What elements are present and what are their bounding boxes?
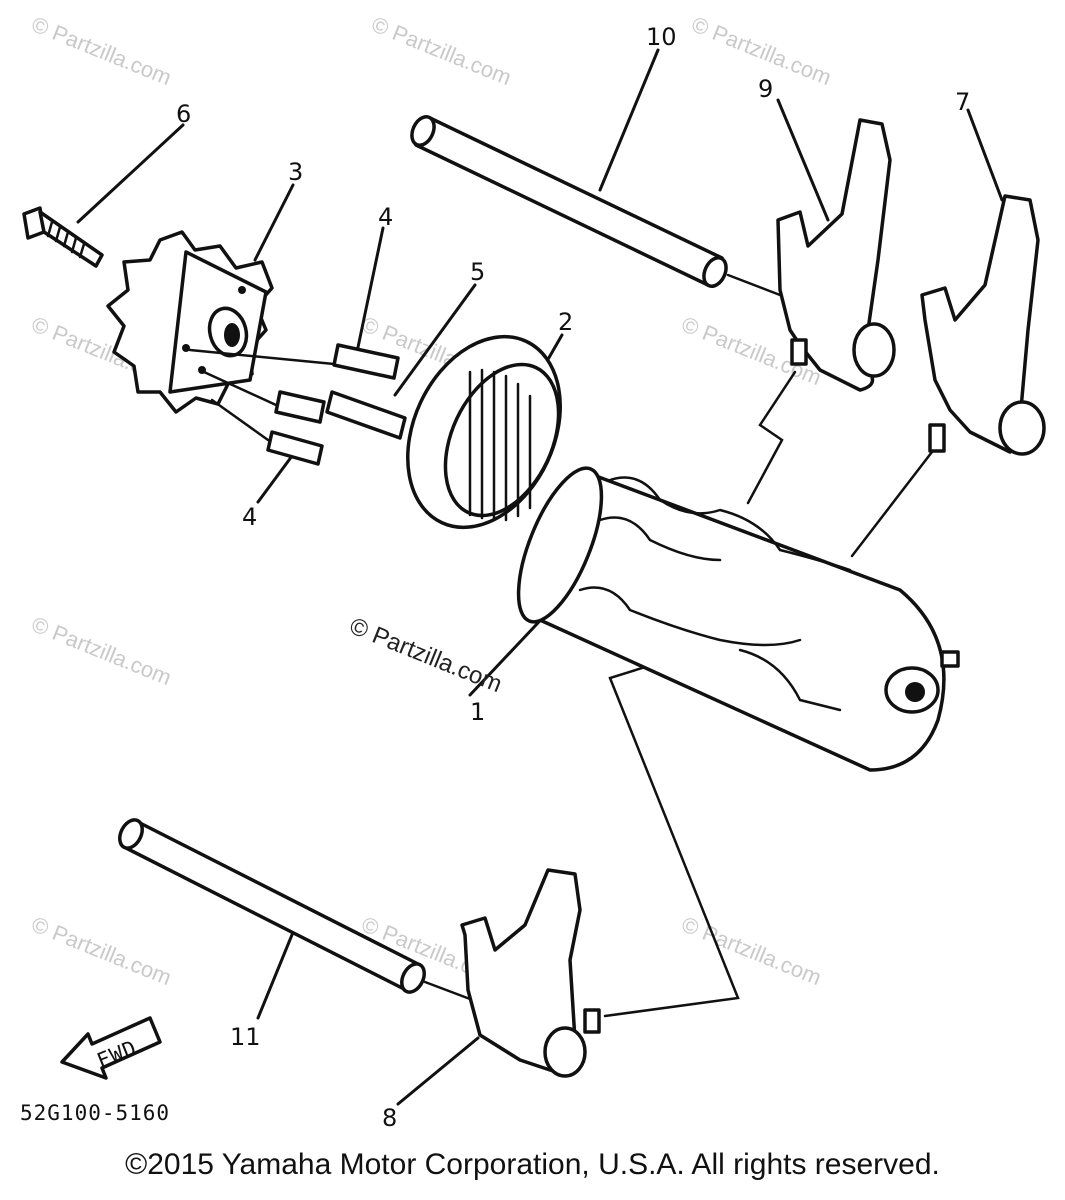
leader-line-3 <box>253 183 295 262</box>
callout-5: 5 <box>470 258 485 286</box>
leader-line-4-top <box>355 226 385 354</box>
leader-line-6 <box>76 123 185 224</box>
callout-6: 6 <box>176 100 191 128</box>
callout-1: 1 <box>470 698 485 726</box>
watermark-text: © Partzilla.com <box>678 911 825 990</box>
part-5-pin <box>325 390 407 440</box>
part-6-bolt <box>22 206 104 268</box>
connector-fork7-drum <box>850 446 937 558</box>
callout-4-top: 4 <box>378 203 393 231</box>
callout-3: 3 <box>288 158 303 186</box>
callout-8: 8 <box>382 1104 397 1132</box>
callout-11: 11 <box>230 1023 261 1051</box>
part-10-shaft <box>410 115 782 297</box>
watermark-text: © Partzilla.com <box>28 11 175 90</box>
watermark-text: © Partzilla.com <box>368 11 515 90</box>
callout-7: 7 <box>955 88 970 116</box>
part-3-segment <box>106 230 274 414</box>
leader-line-11 <box>256 923 298 1020</box>
connector-fork9-drum <box>746 370 797 505</box>
center-watermark: © Partzilla.com <box>346 613 506 699</box>
part-1-drum <box>516 466 960 772</box>
leader-line-4-bottom <box>256 454 294 504</box>
part-9-fork <box>776 118 896 392</box>
watermark-text: © Partzilla.com <box>28 911 175 990</box>
callout-numbers: 1 2 3 4 4 5 6 7 8 9 10 11 <box>176 23 970 1132</box>
leader-line-5 <box>393 283 477 397</box>
part-8-fork <box>460 868 601 1078</box>
leader-line-7 <box>966 108 1004 202</box>
callout-2: 2 <box>558 308 573 336</box>
exploded-parts-diagram: © Partzilla.com © Partzilla.com © Partzi… <box>20 11 1046 1132</box>
copyright-notice: ©2015 Yamaha Motor Corporation, U.S.A. A… <box>125 1148 940 1181</box>
leader-line-8 <box>396 1036 480 1106</box>
callout-9: 9 <box>758 75 773 103</box>
part-2-bearing <box>406 334 562 530</box>
connector-fork8-drum <box>603 658 740 1018</box>
leader-line-10 <box>598 48 660 192</box>
part-11-shaft <box>118 818 480 1004</box>
leader-line-9 <box>776 98 830 222</box>
diagram-code: 52G100-5160 <box>20 1101 170 1125</box>
fwd-arrow: FWD <box>60 1016 162 1080</box>
watermark-text: © Partzilla.com <box>28 611 175 690</box>
callout-4-bottom: 4 <box>242 503 257 531</box>
part-4-pins <box>188 343 400 466</box>
part-7-fork <box>920 194 1046 456</box>
callout-10: 10 <box>646 23 677 51</box>
